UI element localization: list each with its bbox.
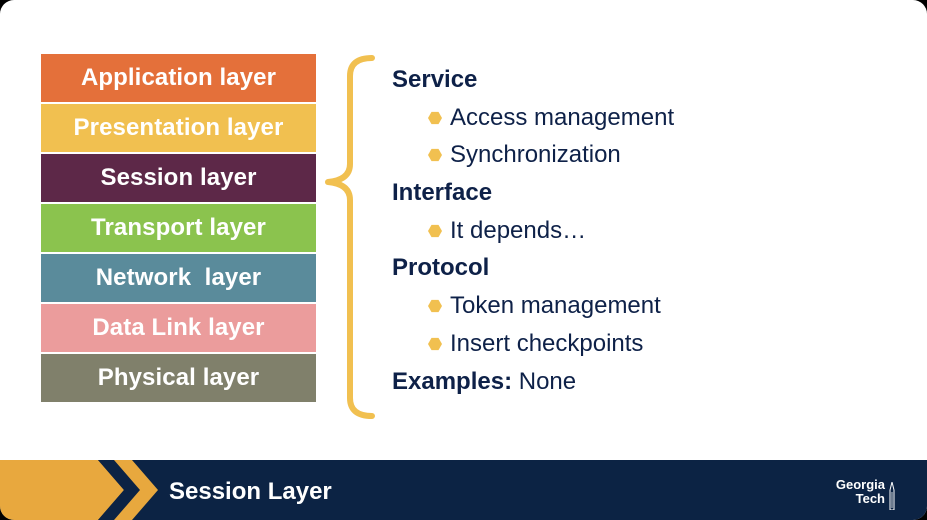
chevron-right-icon: [0, 460, 158, 520]
logo-text: Georgia Tech: [836, 478, 885, 506]
hexagon-bullet-icon: [428, 111, 442, 124]
hexagon-bullet-icon: [428, 149, 442, 162]
session-layer-details: Service Access management Synchronizatio…: [392, 61, 912, 400]
bullet-text: Synchronization: [450, 141, 621, 169]
protocol-bullet: Token management: [392, 287, 912, 325]
georgia-tech-logo: Georgia Tech: [817, 478, 897, 512]
examples-heading: Examples:: [392, 367, 513, 395]
layer-data-link: Data Link layer: [41, 304, 316, 352]
layer-transport: Transport layer: [41, 204, 316, 252]
layer-session: Session layer: [41, 154, 316, 202]
layer-label: Application layer: [80, 64, 277, 91]
layer-label: Network layer: [95, 264, 262, 291]
footer-bar: Session Layer Georgia Tech: [0, 460, 927, 520]
interface-bullet: It depends…: [392, 212, 912, 250]
osi-layer-stack: Application layer Presentation layer Ses…: [41, 54, 316, 404]
bullet-text: It depends…: [450, 216, 587, 244]
interface-heading: Interface: [392, 179, 493, 207]
hexagon-bullet-icon: [428, 224, 442, 237]
footer-title: Session Layer: [169, 478, 332, 505]
layer-label: Data Link layer: [92, 314, 265, 341]
examples-value: None: [518, 367, 577, 395]
service-bullet: Synchronization: [392, 136, 912, 174]
layer-label: Physical layer: [97, 364, 260, 391]
layer-label: Presentation layer: [73, 114, 284, 141]
examples-line: Examples: None: [392, 363, 912, 401]
hexagon-bullet-icon: [428, 300, 442, 313]
service-heading: Service: [392, 66, 478, 93]
hexagon-bullet-icon: [428, 337, 442, 350]
layer-application: Application layer: [41, 54, 316, 102]
service-bullet: Access management: [392, 99, 912, 137]
bullet-text: Access management: [450, 103, 675, 131]
curly-brace-icon: [325, 55, 375, 419]
layer-label: Session layer: [100, 164, 257, 191]
protocol-bullet: Insert checkpoints: [392, 325, 912, 363]
bullet-text: Insert checkpoints: [450, 329, 644, 357]
logo-line-2: Tech: [855, 491, 885, 506]
bullet-text: Token management: [450, 292, 661, 320]
logo-line-1: Georgia: [835, 477, 885, 492]
tower-icon: [889, 482, 895, 510]
layer-label: Transport layer: [91, 214, 266, 241]
protocol-heading: Protocol: [392, 254, 490, 282]
layer-presentation: Presentation layer: [41, 104, 316, 152]
layer-network: Network layer: [41, 254, 316, 302]
layer-physical: Physical layer: [41, 354, 316, 402]
